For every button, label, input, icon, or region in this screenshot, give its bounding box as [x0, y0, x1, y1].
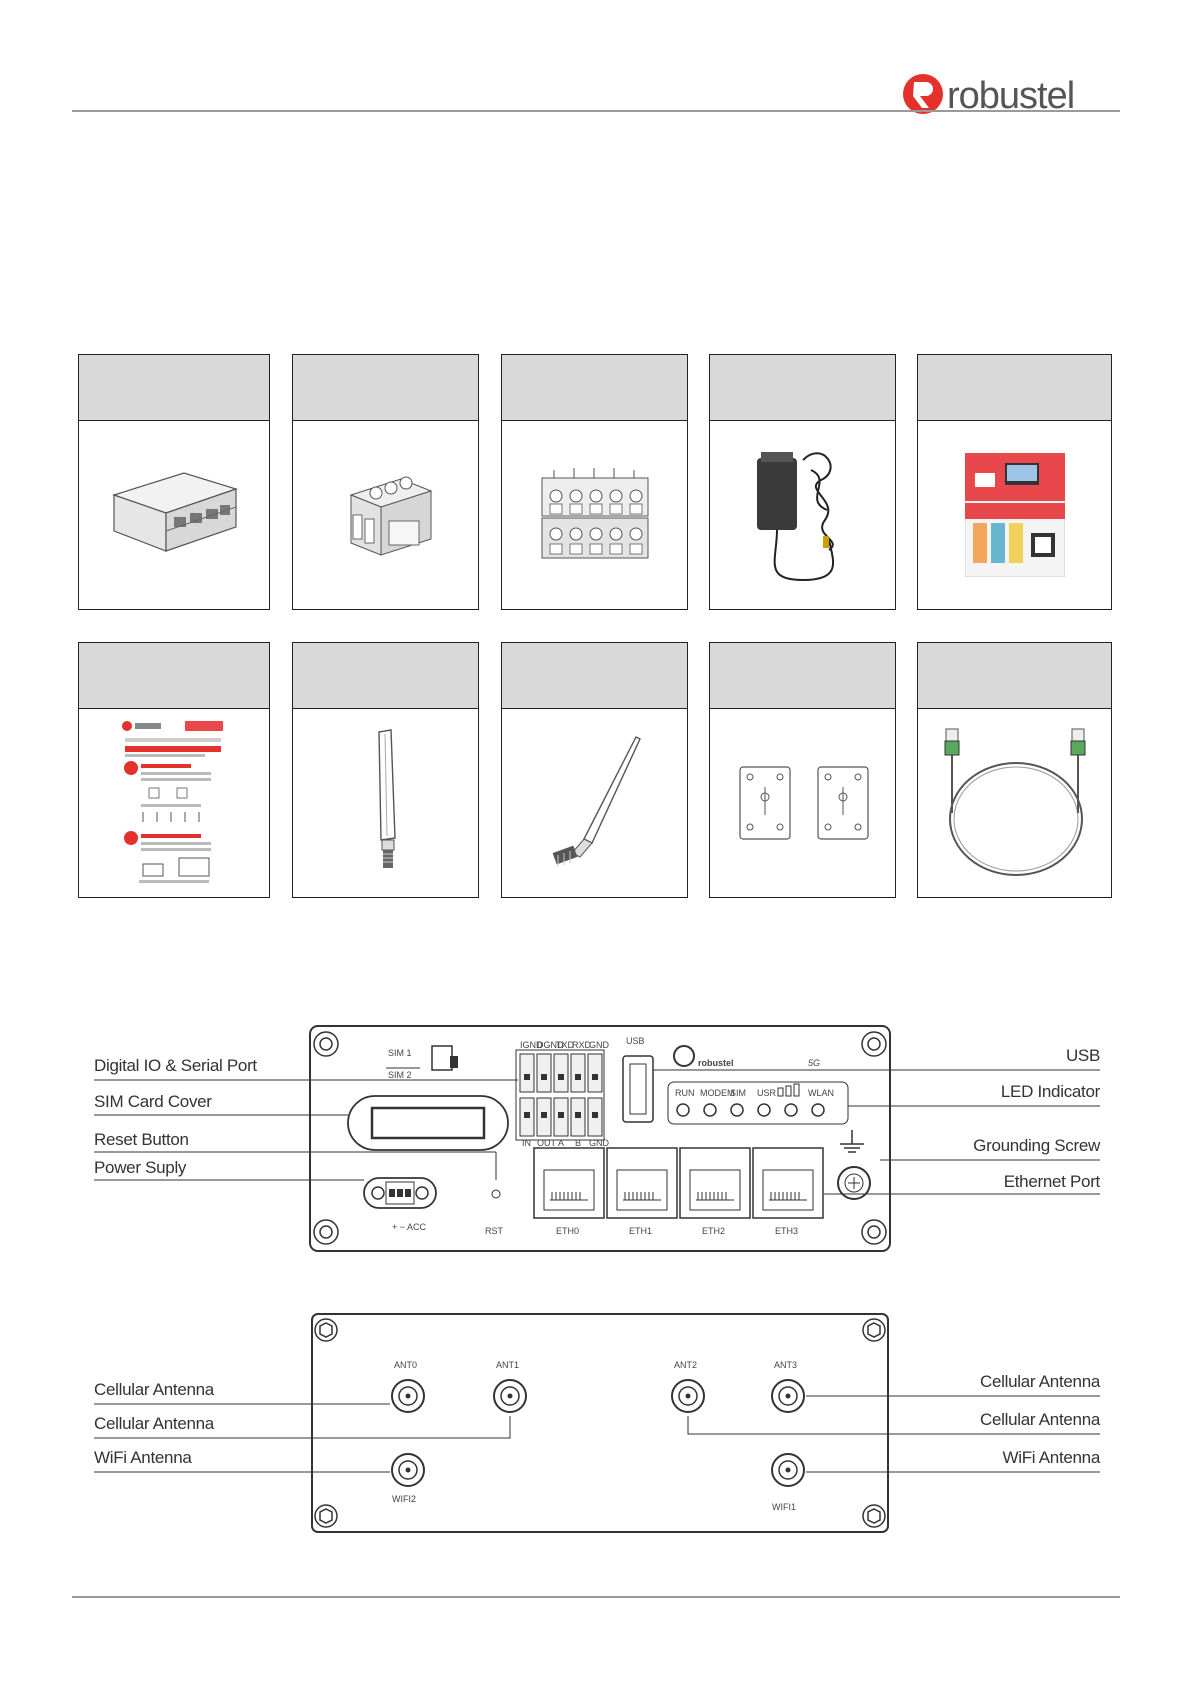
- quick-start-guide-icon: [119, 718, 229, 888]
- led-label-2: SIM: [730, 1088, 746, 1098]
- card-header: [79, 355, 269, 421]
- panel-badge: 5G: [808, 1058, 820, 1068]
- callout-wifi-antenna-right: WiFi Antenna: [1002, 1448, 1100, 1467]
- card-header: [293, 355, 478, 421]
- callout-cellular-antenna-left-2: Cellular Antenna: [94, 1414, 214, 1433]
- wifi1-label: WIFI1: [772, 1502, 796, 1512]
- card-header: [710, 643, 895, 709]
- card-header: [293, 643, 478, 709]
- package-card-router: [78, 354, 270, 610]
- package-card-cellular-antenna: [292, 642, 479, 898]
- callout-usb: USB: [1065, 1046, 1100, 1065]
- ant2-label: ANT2: [674, 1360, 697, 1370]
- callout-wifi-antenna-left: WiFi Antenna: [94, 1448, 192, 1467]
- callout-grounding-screw: Grounding Screw: [973, 1136, 1100, 1155]
- led-label-1: MODEM: [700, 1088, 735, 1098]
- eth3-label: ETH3: [775, 1226, 798, 1236]
- package-card-flyer: [917, 354, 1112, 610]
- io-terminal-block-icon: [541, 468, 648, 559]
- eth1-label: ETH1: [629, 1226, 652, 1236]
- callout-ethernet-port: Ethernet Port: [1003, 1172, 1101, 1191]
- package-card-power-adapter: [709, 354, 896, 610]
- package-card-io-terminal: [501, 354, 688, 610]
- callout-power-supply: Power Suply: [94, 1158, 187, 1177]
- ant0-label: ANT0: [394, 1360, 417, 1370]
- led-label-0: RUN: [675, 1088, 695, 1098]
- footer-rule: [72, 1596, 1120, 1598]
- wifi-antenna-icon: [552, 736, 641, 867]
- io-top-0: IGND: [520, 1040, 543, 1050]
- io-bottom-4: GND: [589, 1138, 610, 1148]
- ant1-label: ANT1: [496, 1360, 519, 1370]
- io-top-2: TXD: [556, 1040, 575, 1050]
- eth2-label: ETH2: [702, 1226, 725, 1236]
- package-card-wifi-antenna: [501, 642, 688, 898]
- card-header: [918, 643, 1111, 709]
- package-card-power-terminal: [292, 354, 479, 610]
- card-header: [918, 355, 1111, 421]
- header-rule: [72, 110, 1120, 112]
- package-card-ethernet-cable: [917, 642, 1112, 898]
- router-device-icon: [112, 472, 238, 552]
- usb-port-label: USB: [626, 1036, 645, 1046]
- io-top-1: DGND: [537, 1040, 564, 1050]
- rear-panel-diagram: ANT0 ANT1 ANT2 ANT3 WIFI2 WIFI1 Cellular…: [80, 1306, 1120, 1536]
- io-bottom-2: A: [558, 1138, 564, 1148]
- callout-sim-cover: SIM Card Cover: [94, 1092, 212, 1111]
- led-label-4: WLAN: [808, 1088, 834, 1098]
- power-adapter-icon: [756, 452, 834, 582]
- ethernet-cable-icon: [944, 728, 1085, 876]
- io-bottom-3: B: [575, 1138, 581, 1148]
- callout-cellular-antenna-left-1: Cellular Antenna: [94, 1380, 214, 1399]
- callout-reset-button: Reset Button: [94, 1130, 189, 1149]
- led-label-3: USR: [757, 1088, 777, 1098]
- callout-led-indicator: LED Indicator: [1000, 1082, 1100, 1101]
- card-header: [710, 355, 895, 421]
- io-bottom-1: OUT: [537, 1138, 557, 1148]
- rst-label: RST: [485, 1226, 504, 1236]
- package-card-wall-mount: [709, 642, 896, 898]
- cellular-antenna-icon: [377, 729, 396, 868]
- callout-cellular-antenna-right-2: Cellular Antenna: [980, 1410, 1100, 1429]
- power-polarity-label: + − ACC: [392, 1222, 427, 1232]
- sim2-label: SIM 2: [388, 1070, 412, 1080]
- wall-mount-brackets-icon: [738, 766, 869, 840]
- wifi2-label: WIFI2: [392, 1494, 416, 1504]
- callout-digital-io: Digital IO & Serial Port: [94, 1056, 257, 1075]
- front-panel-diagram: SIM 1 SIM 2 USB robustel 5G IGND DGND TX…: [80, 1020, 1120, 1260]
- eth0-label: ETH0: [556, 1226, 579, 1236]
- io-top-4: GND: [589, 1040, 610, 1050]
- io-bottom-0: IN: [522, 1138, 531, 1148]
- card-header: [502, 355, 687, 421]
- sim1-label: SIM 1: [388, 1048, 412, 1058]
- callout-cellular-antenna-right-1: Cellular Antenna: [980, 1372, 1100, 1391]
- robustel-logo: robustel: [901, 68, 1091, 120]
- card-header: [79, 643, 269, 709]
- io-top-3: RXD: [572, 1040, 592, 1050]
- power-terminal-block-icon: [349, 476, 432, 556]
- flyer-leaflet-icon: [964, 453, 1065, 577]
- panel-brand: robustel: [698, 1058, 734, 1068]
- package-card-quick-start-guide: [78, 642, 270, 898]
- card-header: [502, 643, 687, 709]
- ant3-label: ANT3: [774, 1360, 797, 1370]
